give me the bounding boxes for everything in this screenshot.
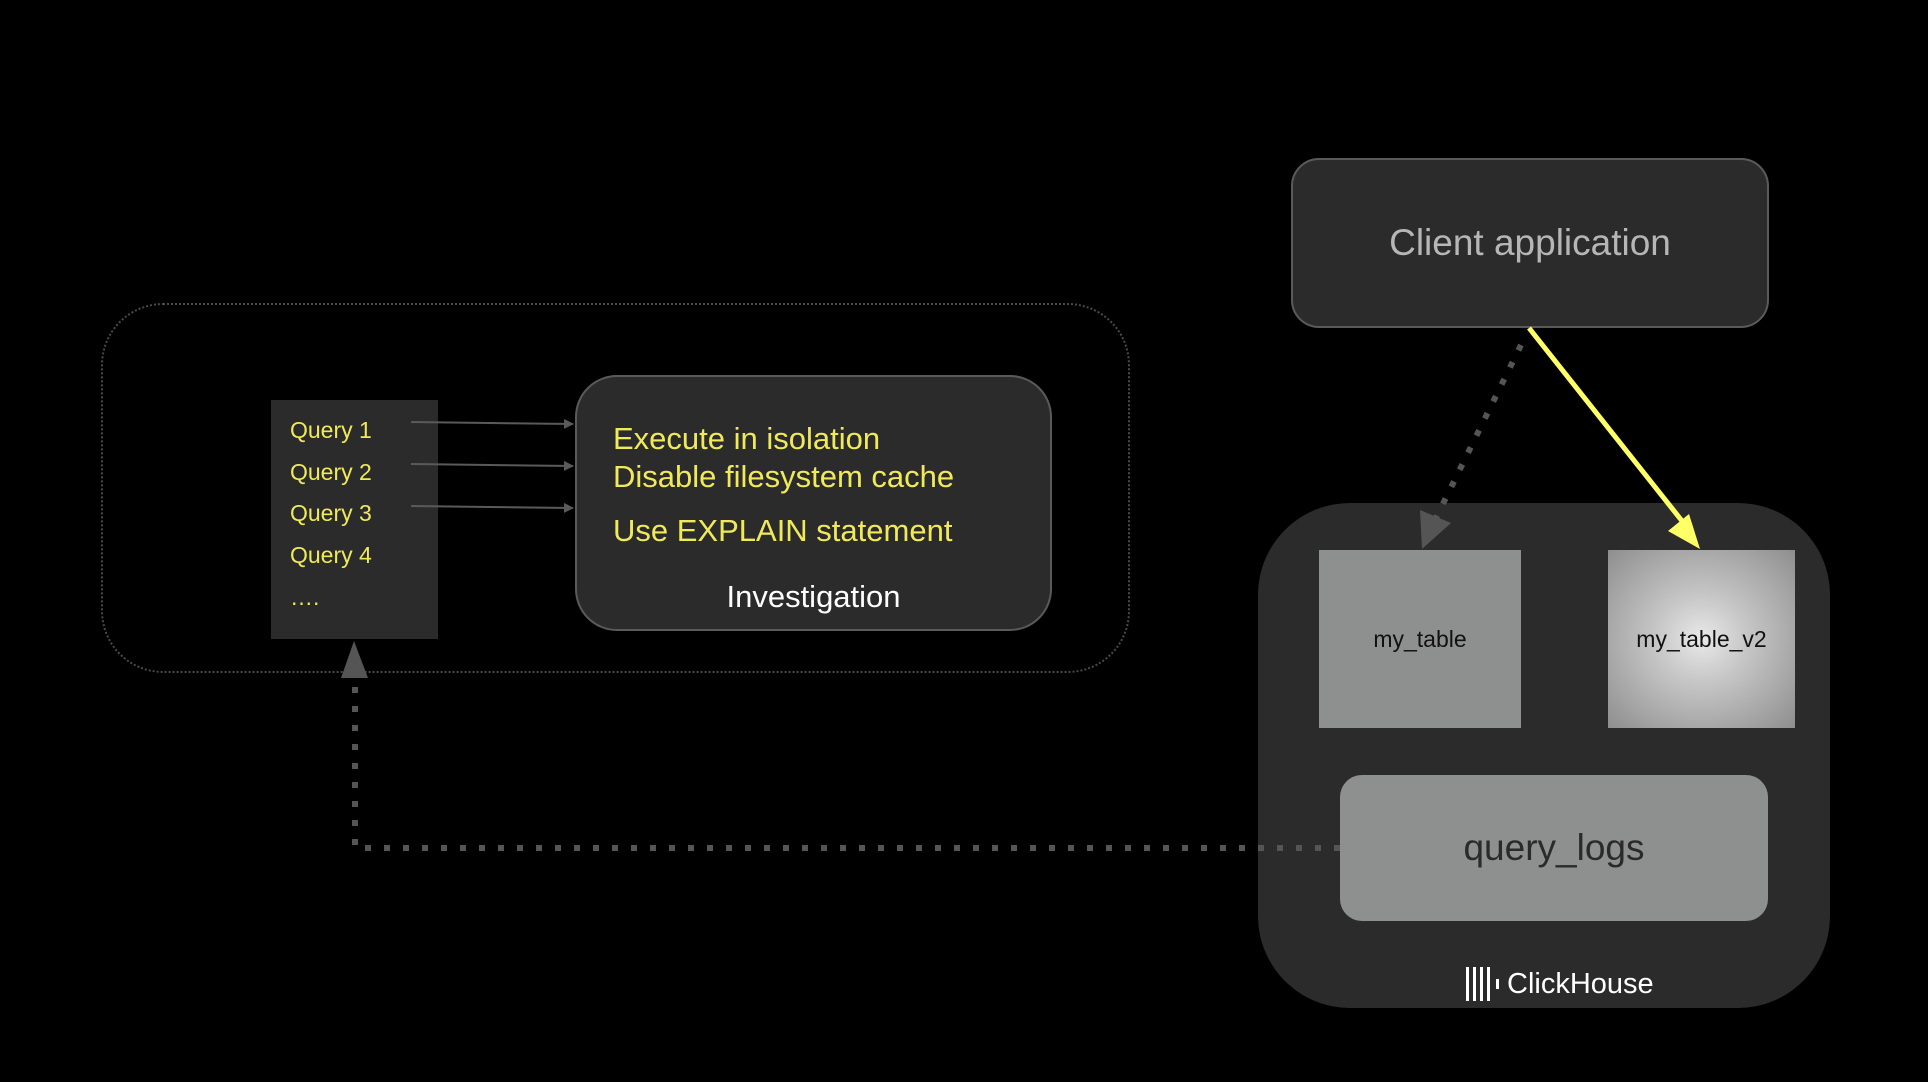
investigation-step: Execute in isolation bbox=[613, 421, 881, 456]
table-my-table-v2: my_table_v2 bbox=[1608, 550, 1795, 728]
query-item: Query 3 bbox=[290, 500, 372, 526]
query-item-ellipsis: …. bbox=[290, 584, 320, 610]
query-item: Query 4 bbox=[290, 542, 372, 568]
client-to-my-table-dotted-arrow bbox=[1432, 343, 1524, 522]
investigation-box: Execute in isolation Disable filesystem … bbox=[575, 375, 1052, 631]
query-logs-label: query_logs bbox=[1463, 827, 1645, 868]
clickhouse-logo: ClickHouse bbox=[1466, 966, 1654, 1002]
query-list-panel: Query 1 Query 2 Query 3 Query 4 …. bbox=[271, 400, 438, 639]
client-application-box: Client application bbox=[1291, 158, 1769, 328]
table-my-table: my_table bbox=[1319, 550, 1521, 728]
investigation-step: Disable filesystem cache bbox=[613, 459, 955, 494]
query-logs-feedback-dotted-path bbox=[352, 682, 1340, 851]
investigation-step: Use EXPLAIN statement bbox=[613, 513, 953, 548]
client-to-my-table-v2-arrow bbox=[1527, 326, 1688, 528]
investigation-title: Investigation bbox=[726, 579, 901, 614]
clickhouse-bars-icon bbox=[1466, 967, 1499, 1001]
query-item: Query 2 bbox=[290, 459, 372, 485]
clickhouse-brand-name: ClickHouse bbox=[1507, 967, 1654, 1000]
investigation-group-frame bbox=[101, 303, 1130, 673]
client-application-label: Client application bbox=[1389, 222, 1671, 263]
table-label: my_table_v2 bbox=[1636, 625, 1767, 652]
query-logs-box: query_logs bbox=[1340, 775, 1768, 921]
query-item: Query 1 bbox=[290, 417, 372, 443]
table-label: my_table bbox=[1373, 625, 1467, 652]
